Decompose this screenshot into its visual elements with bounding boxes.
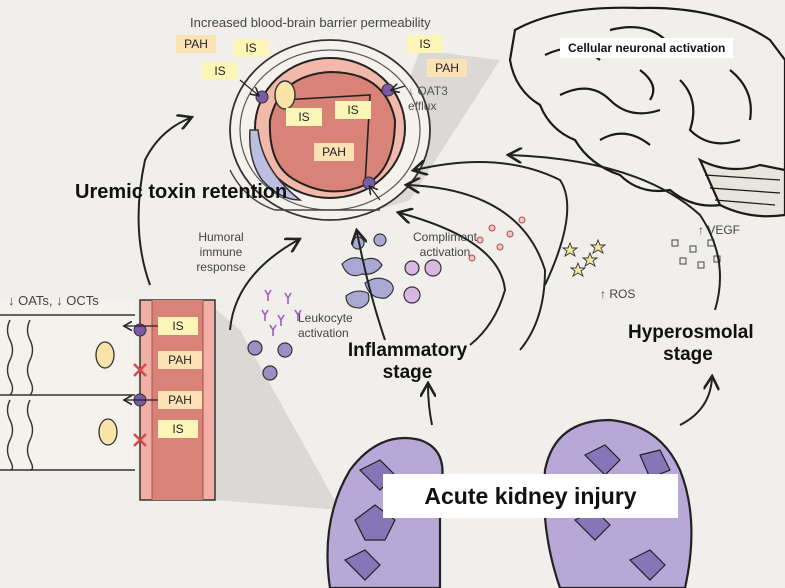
pah-tag: PAH xyxy=(427,59,467,77)
pah-tag: PAH xyxy=(158,391,202,409)
brain-label: Cellular neuronal activation xyxy=(560,38,734,58)
is-tag: IS xyxy=(202,62,238,80)
vegf-particles xyxy=(671,239,721,269)
bbb-permeability-title: Increased blood-brain barrier permeabili… xyxy=(190,15,431,30)
antibodies xyxy=(261,289,302,336)
pah-tag: PAH xyxy=(314,143,354,161)
is-tag: IS xyxy=(286,108,322,126)
pah-tag: PAH xyxy=(176,35,216,53)
complement-cells xyxy=(403,259,442,304)
zoom-wedge-kidney xyxy=(205,300,340,510)
humoral-immune-response-label: Humoral immune response xyxy=(196,230,246,274)
oat3-efflux-label: ↓ OAT3 efflux xyxy=(408,84,448,113)
uremic-toxin-retention-label: Uremic toxin retention xyxy=(75,181,288,203)
ros-label: ↑ ROS xyxy=(600,287,636,301)
vegf-label: ↑ VEGF xyxy=(698,223,741,237)
is-tag: IS xyxy=(407,35,443,53)
is-tag: IS xyxy=(158,317,198,335)
hyperosmolal-stage-label: Hyperosmolal stage xyxy=(628,322,754,365)
leukocyte-activation-label: Leukocyte activation xyxy=(298,311,353,340)
oats-octs-label: ↓ OATs, ↓ OCTs xyxy=(8,293,99,308)
leukocytes xyxy=(247,340,293,381)
activated-cells xyxy=(341,233,394,309)
compliment-activation-label: Compliment activation xyxy=(412,230,478,259)
is-tag: IS xyxy=(335,101,371,119)
brain-capillary xyxy=(229,39,431,221)
inflammatory-stage-label: Inflammatory stage xyxy=(347,340,468,383)
is-tag: IS xyxy=(158,420,198,438)
flow-arrows xyxy=(137,118,721,426)
complement-particles xyxy=(468,216,526,262)
acute-kidney-injury-label: Acute kidney injury xyxy=(383,474,678,518)
is-tag: IS xyxy=(233,39,269,57)
pah-tag: PAH xyxy=(158,351,202,369)
ros-stars xyxy=(561,238,607,278)
